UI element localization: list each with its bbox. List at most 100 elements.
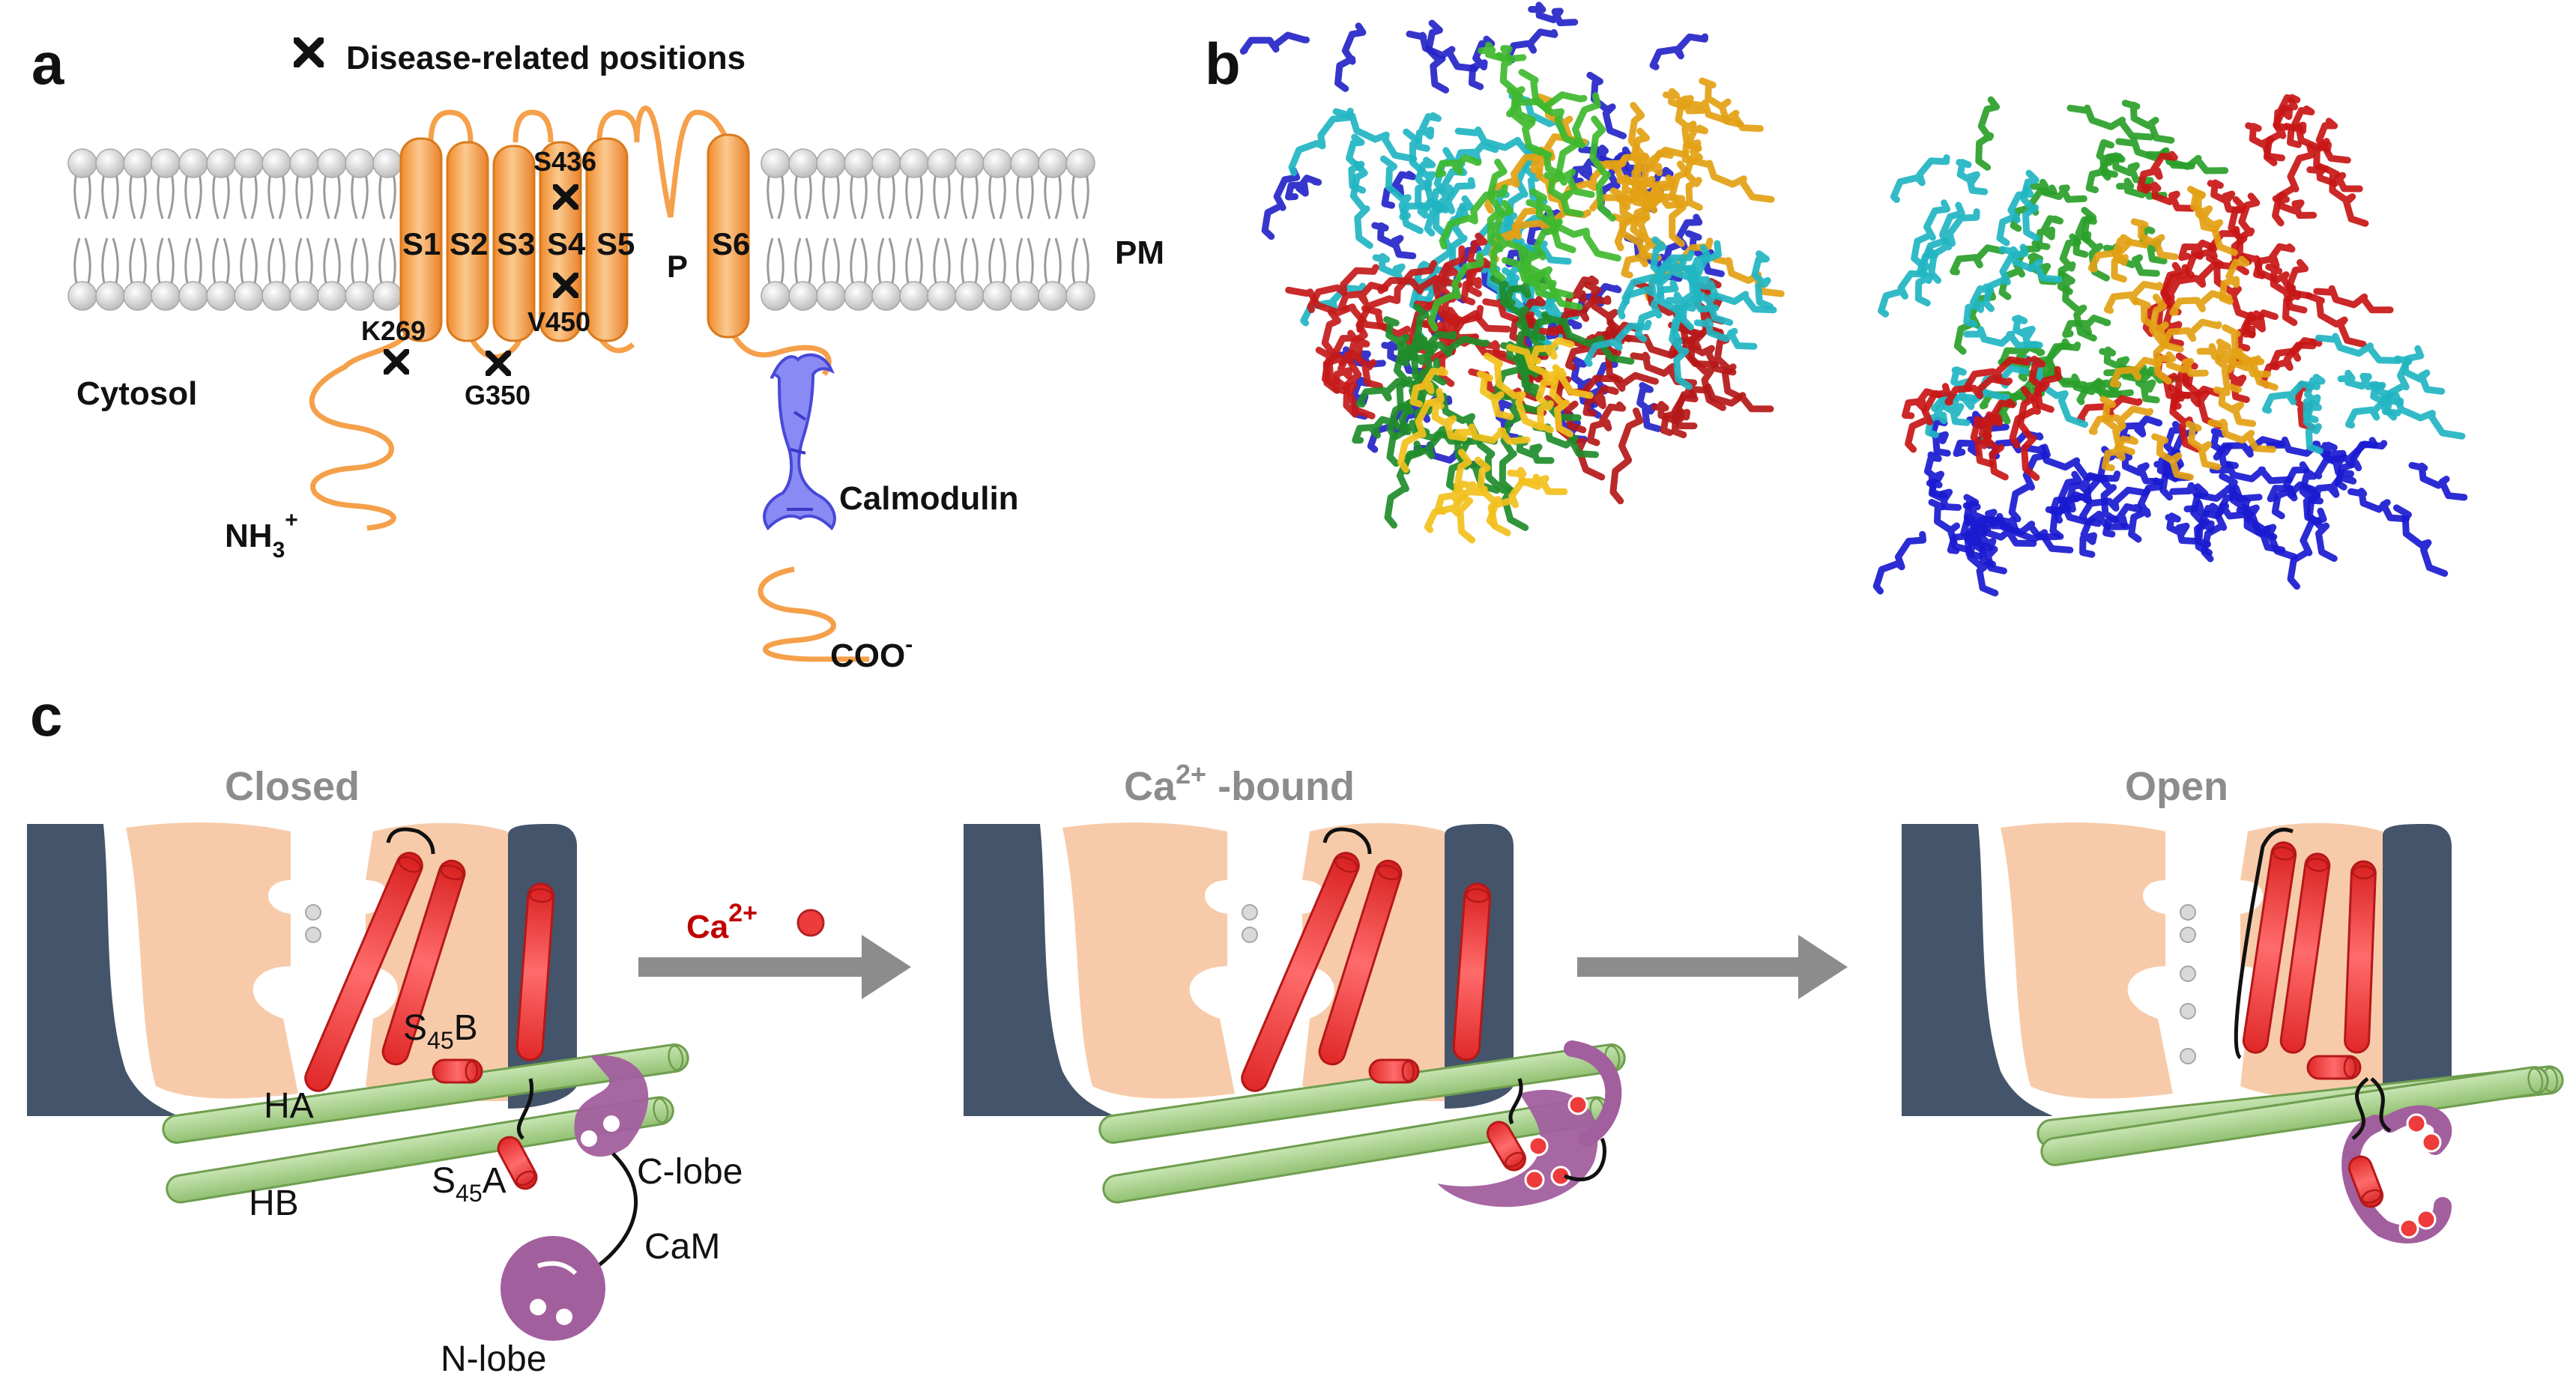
ribbon-helix bbox=[2139, 224, 2168, 264]
ribbon-helix bbox=[1928, 201, 1965, 284]
lipid-tail bbox=[767, 237, 784, 284]
ribbon-helix bbox=[1285, 175, 1322, 201]
label-n-lobe: N-lobe bbox=[441, 1339, 546, 1379]
helix-s5-body bbox=[2242, 841, 2297, 1054]
lipid-head bbox=[1010, 281, 1040, 311]
segment-labels: S1 S2 S3 S4 S5 P S6 bbox=[402, 226, 750, 284]
ribbon-helix bbox=[1427, 399, 1468, 442]
ribbon-helix bbox=[1905, 383, 1951, 453]
cytosol-label: Cytosol bbox=[76, 375, 197, 412]
n-terminus-label: NH3+ bbox=[225, 508, 298, 563]
vsd-left bbox=[1062, 822, 1235, 1099]
ribbon-helix bbox=[1397, 387, 1445, 473]
helix-s6-cap bbox=[528, 888, 554, 903]
pore-wall-left bbox=[964, 824, 1115, 1116]
ribbon-helix bbox=[2213, 386, 2257, 427]
lipid-tail bbox=[850, 173, 868, 219]
ribbon-helix bbox=[1983, 243, 2029, 312]
label-s6: S6 bbox=[712, 226, 750, 261]
arrow-shaft bbox=[638, 957, 863, 977]
ribbon-helix bbox=[2374, 388, 2466, 440]
lipid-head bbox=[955, 148, 985, 178]
ribbon-helix bbox=[1963, 283, 1995, 328]
helix-s6-body bbox=[515, 882, 555, 1061]
ribbon-helix bbox=[1751, 250, 1774, 310]
helix-s4 bbox=[381, 859, 466, 1066]
panel-c: c Closed Ca2+ -bound Open Ca2+ HA HB S45… bbox=[27, 682, 2564, 1379]
ribbon-helix bbox=[1609, 407, 1644, 505]
ribbon-helix bbox=[2128, 477, 2163, 543]
mutations: S436 V450 K269 G350 bbox=[361, 146, 596, 410]
ribbon-helix bbox=[1439, 184, 1508, 250]
lipid-tail bbox=[184, 237, 202, 284]
ribbon-helix bbox=[2066, 104, 2155, 141]
mutation-v450: V450 bbox=[527, 306, 590, 337]
lipid-tail bbox=[378, 173, 396, 219]
ribbon-helix bbox=[1334, 22, 1367, 92]
ribbon-helix bbox=[2049, 470, 2082, 540]
bound-calcium bbox=[2398, 1218, 2419, 1239]
ribbon-helix bbox=[2102, 503, 2143, 538]
lipid-head bbox=[234, 281, 264, 311]
label-s1: S1 bbox=[402, 226, 441, 261]
helix-s4-cap bbox=[2306, 857, 2329, 872]
ribbon-helix bbox=[2207, 179, 2246, 214]
lipid-tail bbox=[933, 237, 951, 284]
lipid-head bbox=[788, 148, 818, 178]
lipid-head bbox=[317, 148, 347, 178]
loop-p-out bbox=[668, 109, 733, 218]
ribbon-helix bbox=[1285, 286, 1391, 330]
ribbon-helix bbox=[2185, 420, 2222, 470]
ribbon-helix bbox=[2235, 310, 2265, 352]
ribbon-helix bbox=[1460, 258, 1493, 306]
helix-s45b-cap bbox=[2343, 1056, 2357, 1079]
ribbon-helix bbox=[1490, 199, 1514, 282]
loop-p-in bbox=[634, 106, 674, 218]
ribbon-helix bbox=[2263, 97, 2299, 166]
ribbon-helix bbox=[1486, 473, 1541, 528]
cam-n-lobe bbox=[501, 1236, 605, 1341]
ribbon-helix bbox=[1406, 30, 1478, 73]
calcium-ion-icon bbox=[796, 909, 825, 937]
ribbon-helix bbox=[2135, 367, 2160, 404]
helix-s45a-cap bbox=[515, 1170, 536, 1187]
ribbon-helix bbox=[2087, 238, 2150, 273]
ribbon-helix bbox=[2408, 461, 2468, 501]
lipid-bilayer bbox=[67, 148, 1095, 311]
helix-ha-body bbox=[1098, 1043, 1626, 1144]
ribbon-helix bbox=[1372, 252, 1418, 286]
mutation-s436: S436 bbox=[533, 146, 596, 177]
ribbon-helix bbox=[1346, 133, 1367, 194]
ribbon-helix bbox=[1931, 389, 2010, 412]
helix-s45b-body bbox=[432, 1058, 483, 1084]
helix-hb-body bbox=[166, 1096, 674, 1204]
legend-text: Disease-related positions bbox=[346, 40, 746, 76]
helix-s5-cap bbox=[2272, 846, 2295, 861]
ribbon-helix bbox=[2030, 178, 2087, 203]
helix-s45a-body bbox=[497, 1136, 538, 1190]
ribbon-helix bbox=[2103, 280, 2163, 314]
calcium-label: Ca2+ bbox=[686, 899, 758, 945]
ribbon-helix bbox=[1963, 326, 2040, 349]
ribbon-helix bbox=[2114, 451, 2164, 485]
ribbon-helix bbox=[1662, 88, 1706, 115]
ribbon-helix bbox=[1682, 323, 1726, 411]
helix-s4-body bbox=[1318, 859, 1403, 1066]
lipid-tail bbox=[267, 237, 285, 284]
ribbon-helix bbox=[2151, 433, 2194, 481]
ribbon-helix bbox=[1978, 515, 1999, 568]
ribbon-helix bbox=[1616, 175, 1660, 204]
ribbon-helix bbox=[1963, 356, 2033, 393]
ribbon-helix bbox=[1630, 174, 1675, 238]
helix-s4-body bbox=[2279, 852, 2331, 1054]
ribbon-helix bbox=[1532, 147, 1595, 199]
c-term-start bbox=[728, 328, 832, 376]
lipid-tail bbox=[351, 173, 369, 219]
ribbon-helix bbox=[1288, 107, 1354, 176]
ribbon-helix bbox=[1587, 401, 1627, 446]
lipid-tail bbox=[73, 173, 91, 219]
ribbon-helix bbox=[1669, 160, 1690, 247]
ribbon-helix bbox=[1523, 222, 1559, 284]
arrow-shaft bbox=[1577, 957, 1802, 977]
lipid-tail bbox=[240, 173, 258, 219]
